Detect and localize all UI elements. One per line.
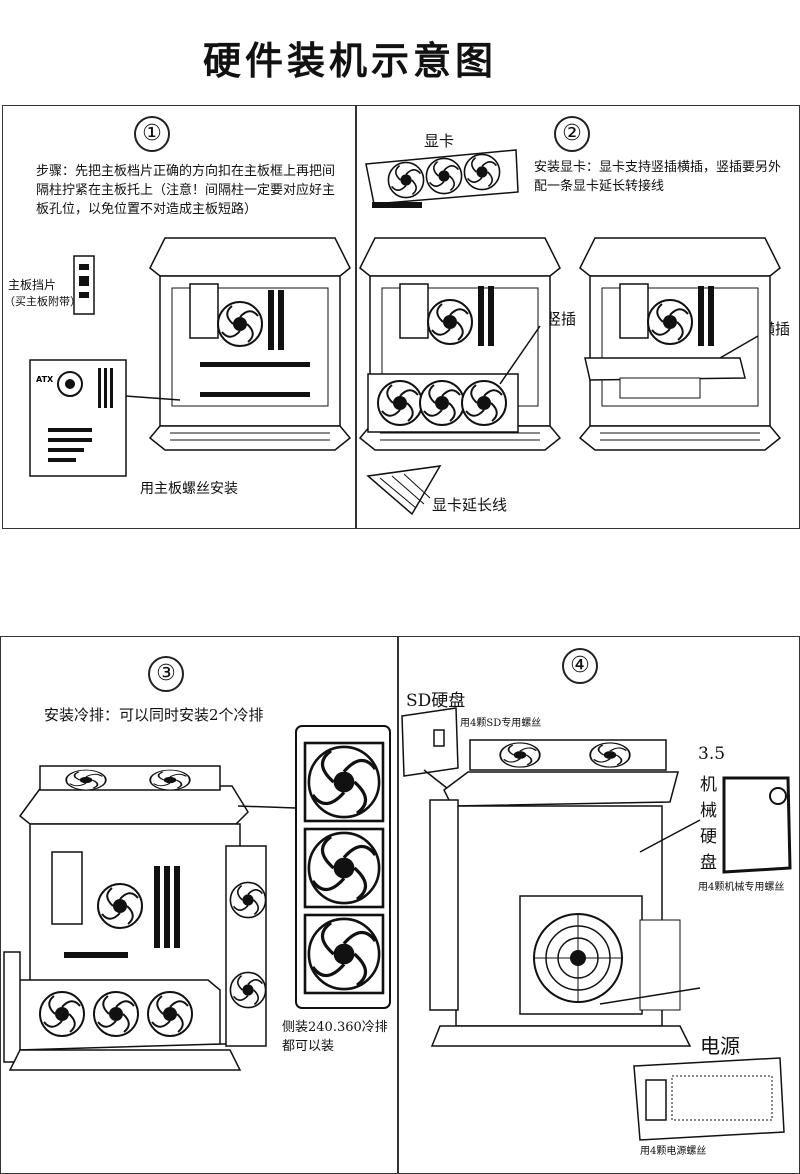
step-3-instruction: 安装冷排：可以同时安装2个冷排 (44, 706, 264, 724)
step-3-chassis (3, 765, 267, 1071)
hdd-label-4: 硬 (700, 827, 717, 847)
motherboard-screw-label: 用主板螺丝安装 (140, 481, 238, 497)
step-1-number: ① (134, 116, 170, 152)
vertical-mount-label: 竖插 (546, 310, 577, 328)
step-2-instruction: 安装显卡：显卡支持竖插横插，竖插要另外配一条显卡延长转接线 (534, 160, 782, 194)
io-shield-note: （买主板附带） (4, 295, 81, 308)
hdd-label-3: 械 (700, 801, 717, 821)
hdd-label-2: 机 (700, 775, 717, 795)
hdd-label-1: 3.5 (698, 744, 726, 764)
hdd-label-5: 盘 (700, 853, 717, 873)
io-shield-label: 主板挡片 (8, 278, 57, 292)
motherboard-illustration: ATX (29, 359, 181, 477)
motherboard-print: ATX (36, 375, 54, 384)
radiator-side-note: 侧装240.360冷排都可以装 (282, 1020, 388, 1054)
psu-illustration (633, 1057, 785, 1141)
hdd-illustration (722, 776, 792, 874)
ssd-label: SD硬盘 (406, 691, 466, 711)
ssd-illustration (401, 707, 459, 777)
riser-cable-label: 显卡延长线 (432, 496, 508, 514)
page-title: 硬件装机示意图 (202, 39, 497, 83)
step-2-horizontal-chassis (579, 237, 781, 451)
step-3-number: ③ (148, 656, 184, 692)
radiator-illustration (295, 725, 391, 1009)
step-1-panel (2, 105, 356, 529)
gpu-label: 显卡 (424, 132, 455, 150)
step-4-chassis (429, 739, 692, 1047)
psu-screw-label: 用4颗电源螺丝 (640, 1146, 707, 1157)
step-2-number: ② (554, 116, 590, 152)
psu-label: 电源 (700, 1034, 740, 1058)
step-4-number: ④ (562, 648, 598, 684)
gpu-illustration (365, 149, 519, 208)
step-1-chassis (149, 237, 351, 451)
step-1-instruction: 步骤：先把主板档片正确的方向扣在主板框上再把间隔柱拧紧在主板托上（注意！间隔柱一… (36, 164, 336, 217)
hdd-screw-label: 用4颗机械专用螺丝 (698, 882, 785, 893)
ssd-screw-label: 用4颗SD专用螺丝 (460, 718, 542, 729)
step-2-vertical-chassis (359, 237, 561, 451)
riser-cable (366, 465, 442, 516)
